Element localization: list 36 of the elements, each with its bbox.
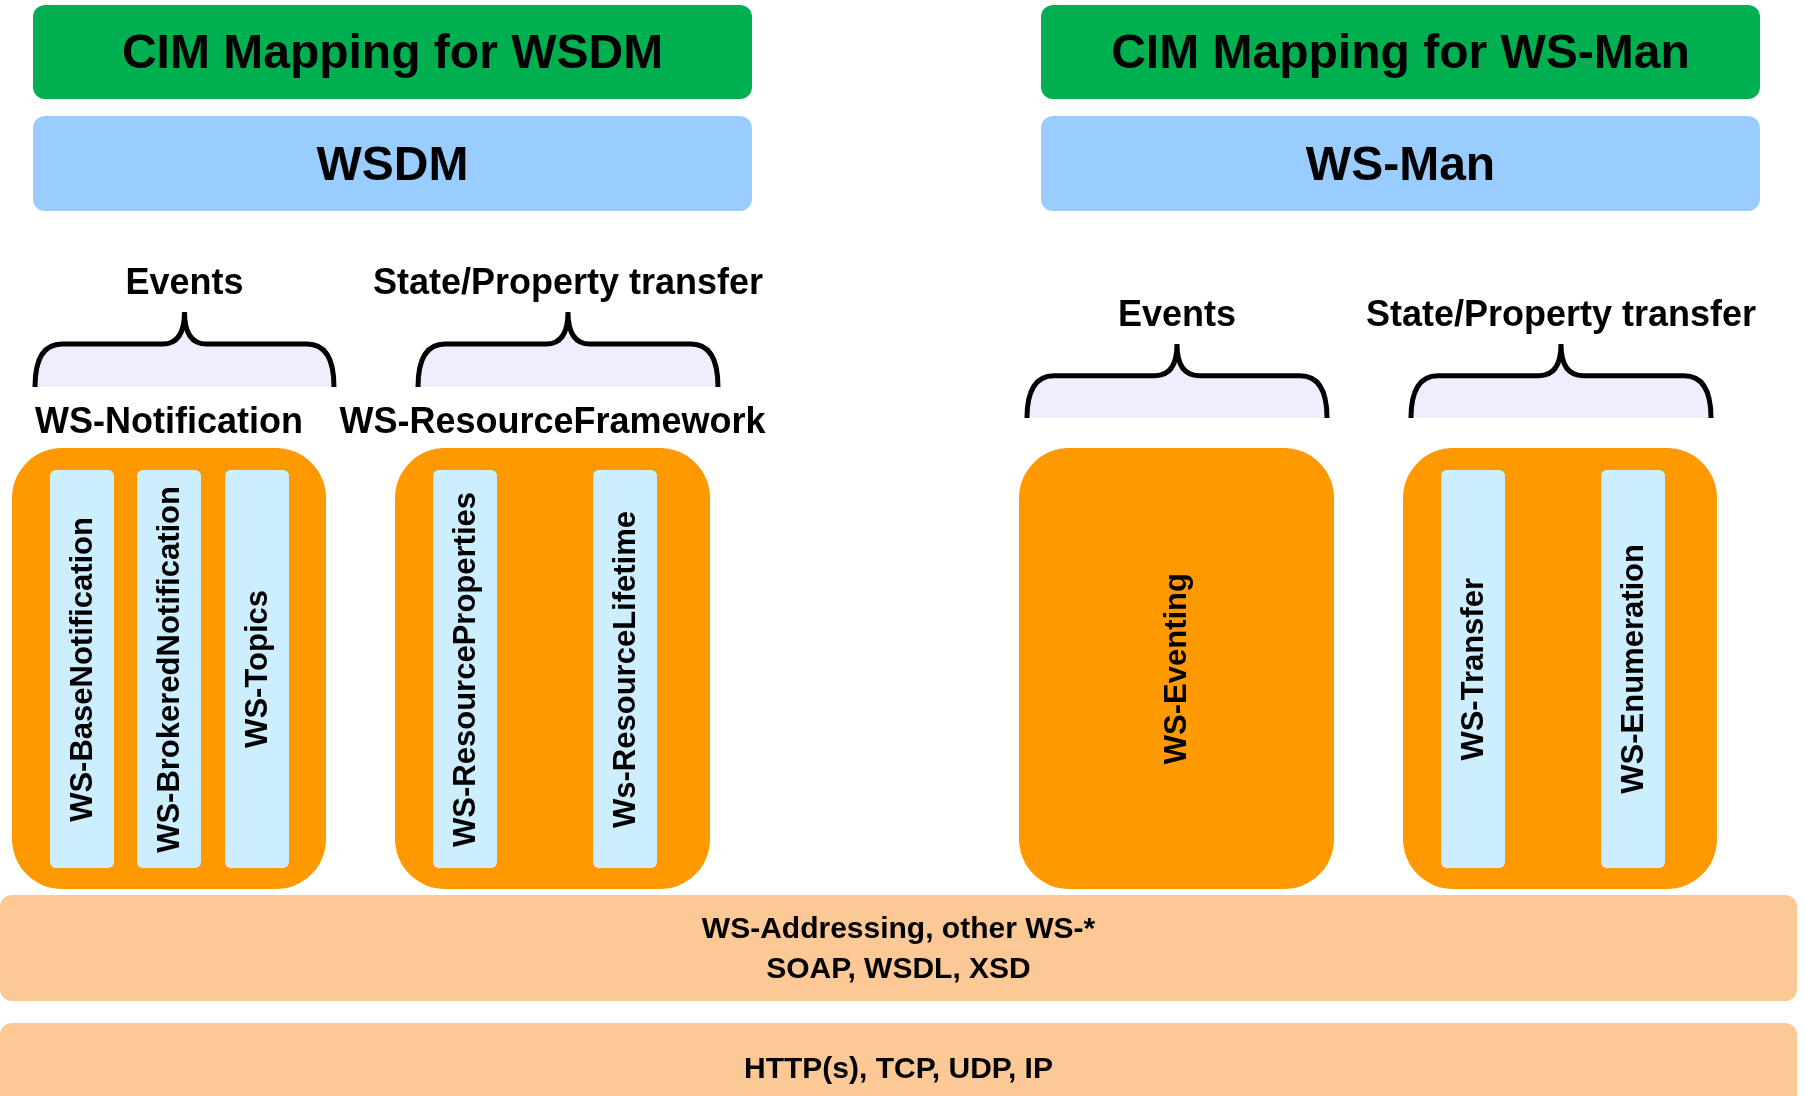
spec-name: WS-BrokeredNotification bbox=[149, 485, 187, 853]
protocol-text: WS-Addressing, other WS-* bbox=[701, 910, 1096, 946]
category-label: State/Property transfer bbox=[1365, 292, 1757, 336]
spec-name: WS-Enumeration bbox=[1613, 544, 1651, 794]
layer-title: CIM Mapping for WSDM bbox=[121, 24, 664, 80]
title-bar bbox=[33, 5, 752, 99]
spec-strip bbox=[50, 470, 114, 868]
category-label: Events bbox=[125, 260, 244, 304]
spec-name: Ws-ResourceLifetime bbox=[605, 510, 643, 828]
spec-name: WS-Topics bbox=[237, 590, 275, 748]
spec-box bbox=[1019, 448, 1334, 889]
spec-strip bbox=[593, 470, 657, 868]
protocol-text: HTTP(s), TCP, UDP, IP bbox=[744, 1050, 1053, 1086]
spec-strip bbox=[433, 470, 497, 868]
layer-title: CIM Mapping for WS-Man bbox=[1111, 24, 1690, 80]
spec-name: WS-Eventing bbox=[1157, 572, 1195, 765]
layer-bar bbox=[1041, 116, 1760, 211]
spec-strip bbox=[1601, 470, 1665, 868]
spec-name: WS-ResourceProperties bbox=[445, 491, 483, 847]
spec-strip bbox=[137, 470, 201, 868]
protocol-band bbox=[0, 895, 1797, 1001]
protocol-text: SOAP, WSDL, XSD bbox=[766, 950, 1031, 986]
category-label: Events bbox=[1117, 292, 1237, 336]
title-bar bbox=[1041, 5, 1760, 99]
spec-group-box bbox=[1403, 448, 1717, 889]
spec-name: WS-BaseNotification bbox=[62, 516, 100, 822]
layer-title: WSDM bbox=[316, 135, 469, 192]
layer-bar bbox=[33, 116, 752, 211]
group-heading: WS-Notification bbox=[35, 399, 303, 443]
spec-strip bbox=[225, 470, 289, 868]
category-label: State/Property transfer bbox=[372, 260, 764, 304]
layer-title: WS-Man bbox=[1305, 135, 1496, 192]
protocol-band bbox=[0, 1023, 1797, 1096]
group-heading: WS-ResourceFramework bbox=[339, 399, 766, 443]
spec-name: WS-Transfer bbox=[1453, 577, 1491, 761]
spec-strip bbox=[1441, 470, 1505, 868]
